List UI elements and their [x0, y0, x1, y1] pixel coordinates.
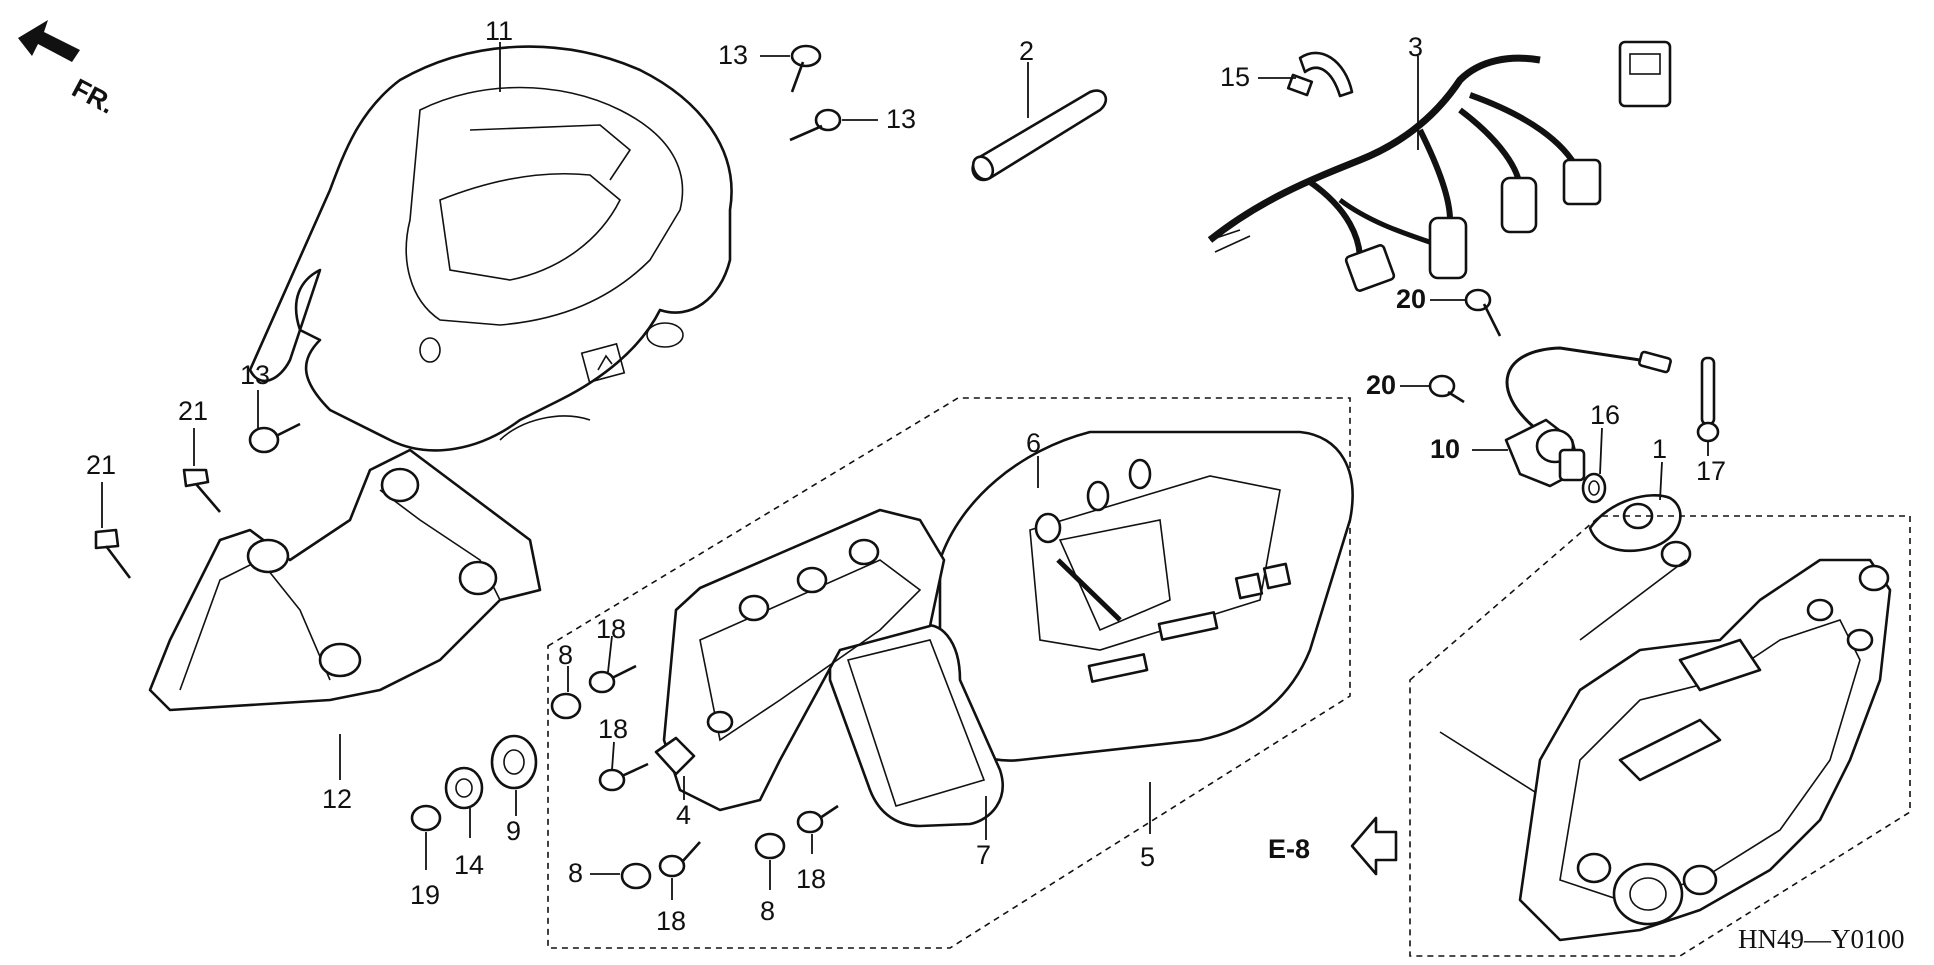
screw-part-13-lower — [248, 422, 301, 454]
front-direction-arrow-icon — [18, 20, 80, 62]
part-label-18-top: 18 — [596, 614, 626, 644]
screw-part-18 — [588, 664, 839, 878]
leader-line — [1659, 461, 1663, 501]
part-label-20-top: 20 — [1396, 284, 1426, 314]
part-label-15: 15 — [1220, 62, 1250, 92]
leader-line — [611, 741, 615, 771]
part-label-21-right: 21 — [178, 396, 208, 426]
reference-assembly-boundary — [1409, 515, 1911, 957]
collar-part-14 — [444, 766, 484, 810]
part-label-8-top: 8 — [558, 640, 573, 670]
part-label-19: 19 — [410, 880, 440, 910]
part-label-16: 16 — [1590, 400, 1620, 430]
leader-line — [1579, 559, 1687, 641]
washer-part-19 — [410, 804, 442, 832]
part-label-18-bottom: 18 — [656, 906, 686, 936]
meter-case-part-6 — [936, 430, 1354, 762]
part-label-8-bottom: 8 — [760, 896, 775, 926]
bolt-part-21 — [94, 468, 221, 579]
leader-line — [607, 635, 613, 673]
diagram-code: HN49—Y0100 — [1738, 924, 1905, 954]
gasket-part-1 — [1588, 494, 1692, 568]
part-label-9: 9 — [506, 816, 521, 846]
part-label-14: 14 — [454, 850, 484, 880]
nut-part-8 — [550, 692, 786, 890]
part-label-7: 7 — [976, 840, 991, 870]
part-label-8-left: 8 — [568, 858, 583, 888]
part-label-21-left: 21 — [86, 450, 116, 480]
o-ring-part-16 — [1581, 472, 1607, 504]
meter-cover-part-11 — [248, 45, 733, 452]
part-label-5: 5 — [1140, 842, 1155, 872]
clip-part-15 — [1286, 51, 1354, 98]
reference-arrow-icon — [1350, 816, 1398, 876]
part-label-13-right: 13 — [886, 104, 916, 134]
bolt-part-20 — [1428, 288, 1502, 404]
rubber-mount-part-9 — [490, 734, 538, 790]
part-label-1: 1 — [1652, 434, 1667, 464]
meter-bracket-part-12 — [148, 448, 542, 712]
tube-part-2 — [971, 89, 1108, 182]
part-label-18-right: 18 — [796, 864, 826, 894]
wire-harness-part-3 — [1207, 40, 1672, 292]
reference-label: E-8 — [1268, 834, 1310, 864]
meter-assembly-boundary — [547, 397, 1351, 949]
part-label-6: 6 — [1026, 428, 1041, 458]
part-label-10: 10 — [1430, 434, 1460, 464]
part-label-11: 11 — [485, 16, 513, 46]
crankcase-cover — [1518, 558, 1892, 942]
meter-back-cover — [662, 508, 946, 812]
front-direction-label: FR. — [67, 73, 119, 120]
part-label-13-lower: 13 — [240, 360, 270, 390]
grommet-part-4 — [654, 736, 696, 776]
part-label-2: 2 — [1019, 36, 1034, 66]
meter-packing-part-7 — [828, 623, 1004, 828]
part-label-12: 12 — [322, 784, 352, 814]
part-label-13-top: 13 — [718, 40, 748, 70]
band-part-17 — [1696, 356, 1720, 443]
part-label-4: 4 — [676, 800, 691, 830]
part-label-18-mid: 18 — [598, 714, 628, 744]
part-label-17: 17 — [1696, 456, 1726, 486]
speed-sensor-part-10 — [1504, 346, 1672, 488]
part-label-20-bottom: 20 — [1366, 370, 1396, 400]
part-label-3: 3 — [1408, 32, 1423, 62]
screw-part-13 — [789, 44, 842, 142]
leader-line — [1599, 427, 1603, 475]
